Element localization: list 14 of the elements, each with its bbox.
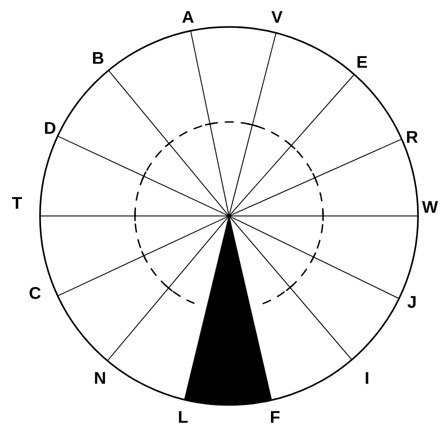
spoke-label: N (95, 372, 105, 384)
spoke-label: B (93, 52, 104, 64)
spoke-label: W (422, 201, 438, 213)
spoke-label: F (270, 411, 280, 423)
spoke-label: J (408, 296, 416, 308)
spoke-label: A (182, 11, 194, 23)
spoke-label: R (407, 131, 418, 143)
spoke-label: V (271, 11, 283, 23)
spoke-label: D (45, 122, 56, 134)
spoke-label: L (178, 411, 188, 423)
spoke-label: T (12, 197, 22, 209)
spoke-label: C (30, 286, 41, 299)
spoke-label: E (358, 56, 367, 68)
spoke-label: I (366, 372, 368, 384)
